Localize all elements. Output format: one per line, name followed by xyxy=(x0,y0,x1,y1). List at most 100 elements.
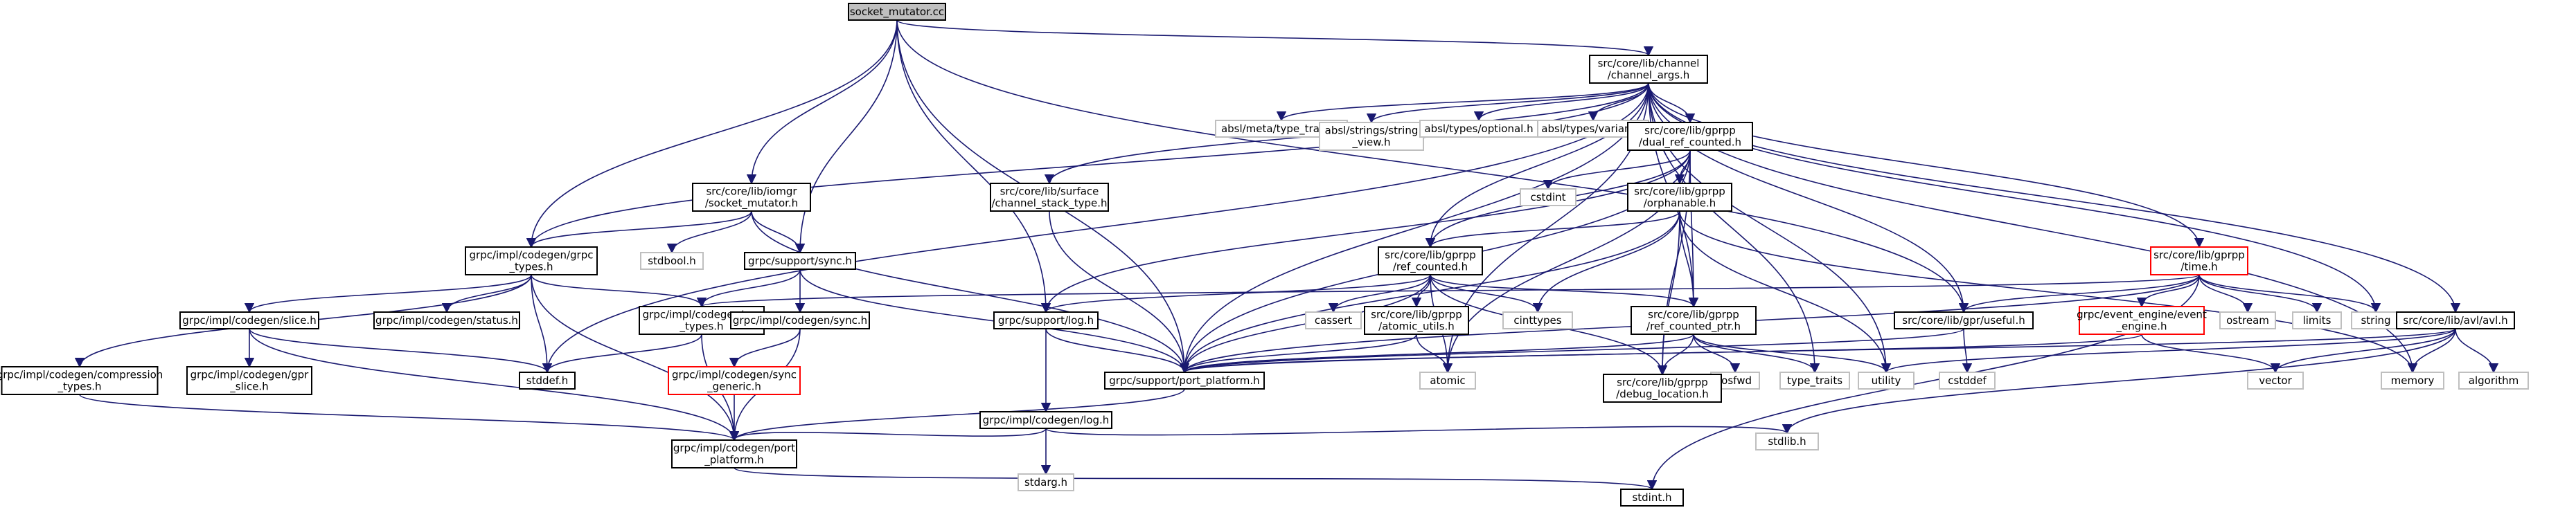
node-label: src/core/lib/gprpp xyxy=(1371,309,1462,321)
node-port-platform[interactable]: grpc/support/port_platform.h xyxy=(1104,372,1265,390)
node-debug-location[interactable]: src/core/lib/gprpp/debug_location.h xyxy=(1603,374,1722,403)
node-box xyxy=(2458,372,2529,390)
edge-gpr_types-to-stddef xyxy=(542,334,702,374)
node-ref-counted[interactable]: src/core/lib/gprpp/ref_counted.h xyxy=(1378,246,1483,275)
edge-orphanable-to-debug_location xyxy=(1657,210,1680,376)
node-box xyxy=(848,3,946,21)
edge-ref_ptr-to-type_traits xyxy=(1693,334,1820,374)
edge-codegen_port-to-stdint xyxy=(734,467,1657,491)
node-string-view: absl/strings/string_view.h xyxy=(1319,122,1424,151)
node-box xyxy=(1939,372,1996,390)
node-atomic: atomic xyxy=(1419,372,1476,390)
node-box xyxy=(2219,311,2276,329)
node-avl[interactable]: src/core/lib/avl/avl.h xyxy=(2396,311,2515,329)
node-label: vector xyxy=(2259,374,2292,387)
node-box xyxy=(1894,311,2034,329)
node-surface[interactable]: src/core/lib/surface/channel_stack_type.… xyxy=(990,183,1109,212)
node-label: src/core/lib/gprpp xyxy=(1385,249,1476,262)
node-limits: limits xyxy=(2292,311,2342,329)
node-label: cinttypes xyxy=(1513,314,1561,327)
edge-grpc_types-to-gpr_types xyxy=(531,274,707,308)
node-label: stdint.h xyxy=(1632,491,1671,504)
edge-log-to-port_platform xyxy=(1045,328,1190,374)
edge-ref_ptr-to-debug_location xyxy=(1657,334,1694,376)
node-label: src/core/lib/surface xyxy=(1000,185,1099,198)
node-box xyxy=(1589,55,1708,84)
edge-time-to-useful xyxy=(1958,274,2200,313)
node-type-traits: type_traits xyxy=(1779,372,1850,390)
node-label: cassert xyxy=(1315,314,1352,327)
node-box xyxy=(1520,188,1576,206)
node-label: /ref_counted_ptr.h xyxy=(1646,320,1741,334)
node-cinttypes: cinttypes xyxy=(1502,311,1573,329)
node-codegen-log[interactable]: grpc/impl/codegen/log.h xyxy=(979,411,1112,429)
node-cstddef: cstddef xyxy=(1939,372,1996,390)
node-label: /channel_args.h xyxy=(1608,69,1690,82)
node-sync-generic[interactable]: grpc/impl/codegen/sync_generic.h xyxy=(668,366,801,395)
node-box xyxy=(1305,311,1362,329)
node-channel-args[interactable]: src/core/lib/channel/channel_args.h xyxy=(1589,55,1708,84)
edge-ref_ptr-to-utility xyxy=(1693,334,1892,374)
node-box xyxy=(692,183,811,212)
node-label: cstddef xyxy=(1948,374,1987,387)
edge-time-to-limits xyxy=(2199,274,2322,313)
edge-grpc_types-to-codegen_port xyxy=(531,274,740,441)
edge-channel_args-to-type_traits_h xyxy=(1277,82,1649,122)
node-dual-ref[interactable]: src/core/lib/gprpp/dual_ref_counted.h xyxy=(1627,122,1753,151)
node-label: _types.h xyxy=(57,381,101,394)
node-codegen-sync[interactable]: grpc/impl/codegen/sync.h xyxy=(730,311,870,329)
node-atomic-utils[interactable]: src/core/lib/gprpp/atomic_utils.h xyxy=(1364,306,1469,335)
node-codegen-port[interactable]: grpc/impl/codegen/port_platform.h xyxy=(671,439,797,468)
edge-avl-to-vector xyxy=(2270,328,2456,374)
node-ref-ptr[interactable]: src/core/lib/gprpp/ref_counted_ptr.h xyxy=(1631,306,1757,335)
node-label: grpc/impl/codegen/sync xyxy=(672,369,797,381)
node-label: absl/strings/string xyxy=(1325,125,1419,137)
node-box xyxy=(2381,372,2444,390)
node-label: stddef.h xyxy=(526,374,568,387)
edge-compression-to-codegen_port xyxy=(79,394,739,441)
node-label: /socket_mutator.h xyxy=(705,197,798,210)
node-label: grpc/impl/codegen/log.h xyxy=(983,414,1110,426)
node-time[interactable]: src/core/lib/gprpp/time.h xyxy=(2150,246,2248,275)
edge-channel_args-to-port_platform xyxy=(1179,82,1649,374)
edge-channel_args-to-time xyxy=(1648,82,2205,248)
node-label: string xyxy=(2361,314,2390,327)
node-useful[interactable]: src/core/lib/gpr/useful.h xyxy=(1894,311,2034,329)
node-label: algorithm xyxy=(2469,374,2519,387)
edge-socket_mutator-to-grpc_types xyxy=(526,19,898,248)
edge-atomic_utils-to-port_platform xyxy=(1179,334,1417,374)
node-stddef[interactable]: stddef.h xyxy=(519,372,576,390)
node-box xyxy=(2396,311,2515,329)
node-ostream: ostream xyxy=(2219,311,2276,329)
node-memory: memory xyxy=(2381,372,2444,390)
edge-ref_counted-to-log xyxy=(1041,274,1431,313)
node-grpc-types[interactable]: grpc/impl/codegen/grpc_types.h xyxy=(465,246,598,275)
node-iomgr-sm[interactable]: src/core/lib/iomgr/socket_mutator.h xyxy=(692,183,811,212)
node-orphanable[interactable]: src/core/lib/gprpp/orphanable.h xyxy=(1627,183,1732,212)
node-log[interactable]: grpc/support/log.h xyxy=(993,311,1099,329)
edge-iomgr_sm-to-sync xyxy=(751,210,806,254)
node-slice[interactable]: grpc/impl/codegen/slice.h xyxy=(179,311,319,329)
node-status[interactable]: grpc/impl/codegen/status.h xyxy=(373,311,520,329)
node-box xyxy=(640,252,704,270)
node-compression[interactable]: grpc/impl/codegen/compression_types.h xyxy=(0,366,163,395)
edge-ref_ptr-to-port_platform xyxy=(1180,334,1694,374)
node-box xyxy=(1104,372,1265,390)
node-event-engine[interactable]: grpc/event_engine/event_engine.h xyxy=(2077,306,2207,335)
edge-socket_mutator-to-channel_args xyxy=(896,19,1653,57)
node-label: src/core/lib/gprpp xyxy=(1634,185,1725,198)
node-stdint[interactable]: stdint.h xyxy=(1620,489,1684,507)
node-box xyxy=(1627,122,1753,151)
node-box xyxy=(1319,122,1424,151)
node-socket-mutator[interactable]: socket_mutator.cc xyxy=(848,3,946,21)
node-box xyxy=(668,366,801,395)
node-gpr-slice[interactable]: grpc/impl/codegen/gpr_slice.h xyxy=(186,366,312,395)
edge-avl-to-algorithm xyxy=(2455,328,2499,374)
edge-channel_args-to-stddef xyxy=(542,82,1649,374)
node-sync[interactable]: grpc/support/sync.h xyxy=(744,252,856,270)
node-box xyxy=(1378,246,1483,275)
edge-ref_counted-to-cassert xyxy=(1328,274,1431,313)
node-box xyxy=(671,439,797,468)
node-box xyxy=(1631,306,1757,335)
